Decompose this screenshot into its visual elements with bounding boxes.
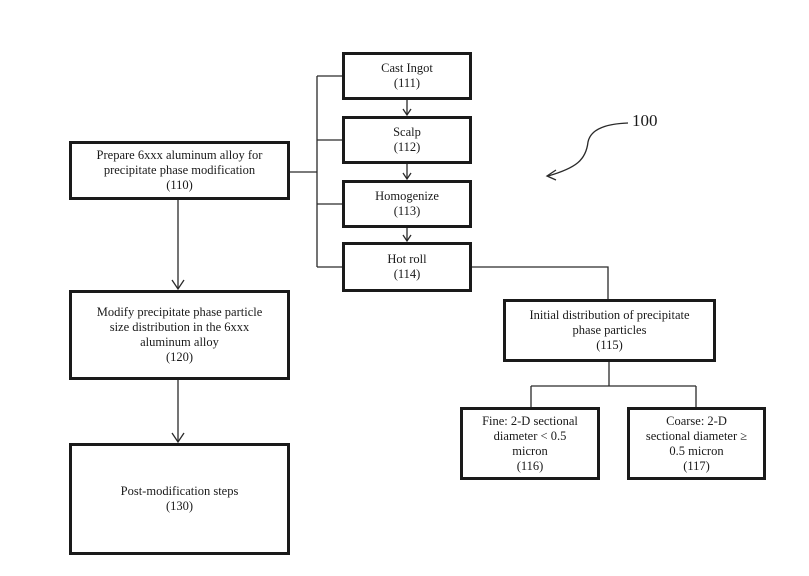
node-text: Homogenize: [375, 189, 439, 203]
node-ref: (116): [516, 458, 544, 473]
node-ref: (111): [393, 76, 421, 90]
node-text: sectional diameter ≥: [645, 428, 748, 443]
node-ref: (110): [166, 178, 193, 192]
node-116-fine: Fine: 2-D sectional diameter < 0.5 micro…: [460, 407, 600, 480]
node-114-hot-roll: Hot roll (114): [342, 242, 472, 292]
node-text: Initial distribution of precipitate: [529, 308, 690, 322]
node-112-scalp: Scalp (112): [342, 116, 472, 164]
node-117-coarse: Coarse: 2-D sectional diameter ≥ 0.5 mic…: [627, 407, 766, 480]
figure-reference-number: 100: [632, 111, 658, 130]
arrowhead-113: [402, 172, 412, 181]
node-text: micron: [512, 443, 548, 458]
node-111-cast-ingot: Cast Ingot (111): [342, 52, 472, 100]
node-text: Scalp: [393, 125, 421, 139]
node-ref: (117): [683, 458, 710, 473]
arrowhead-112: [402, 108, 412, 117]
node-text: precipitate phase modification: [103, 163, 256, 177]
edge-114-115: [472, 266, 609, 299]
node-ref: (120): [165, 350, 194, 364]
arrowhead-120: [171, 279, 185, 291]
node-113-homogenize: Homogenize (113): [342, 180, 472, 228]
node-text: size distribution in the 6xxx: [109, 320, 250, 334]
node-text: 0.5 micron: [669, 443, 724, 458]
node-text: Prepare 6xxx aluminum alloy for: [96, 148, 263, 162]
node-text: Fine: 2-D sectional: [482, 413, 578, 428]
node-ref: (112): [393, 140, 421, 154]
arrowhead-114: [402, 234, 412, 243]
node-110-prepare-alloy: Prepare 6xxx aluminum alloy for precipit…: [69, 141, 290, 200]
node-text: Hot roll: [387, 252, 427, 266]
node-115-initial-distribution: Initial distribution of precipitate phas…: [503, 299, 716, 362]
node-text: phase particles: [572, 323, 647, 337]
arrowhead-130: [171, 432, 185, 444]
node-ref: (115): [596, 338, 623, 352]
node-text: Coarse: 2-D: [666, 413, 727, 428]
node-ref: (130): [165, 499, 194, 513]
node-text: Cast Ingot: [381, 61, 433, 75]
node-ref: (114): [393, 267, 421, 281]
node-text: Modify precipitate phase particle: [96, 305, 263, 319]
reference-curve-arrow: [547, 122, 629, 177]
node-ref: (113): [393, 204, 421, 218]
node-text: diameter < 0.5: [493, 428, 567, 443]
reference-arrowhead: [545, 169, 557, 181]
node-120-modify-distribution: Modify precipitate phase particle size d…: [69, 290, 290, 380]
node-text: aluminum alloy: [140, 335, 219, 349]
node-130-post-modification: Post-modification steps (130): [69, 443, 290, 555]
node-text: Post-modification steps: [120, 484, 239, 498]
